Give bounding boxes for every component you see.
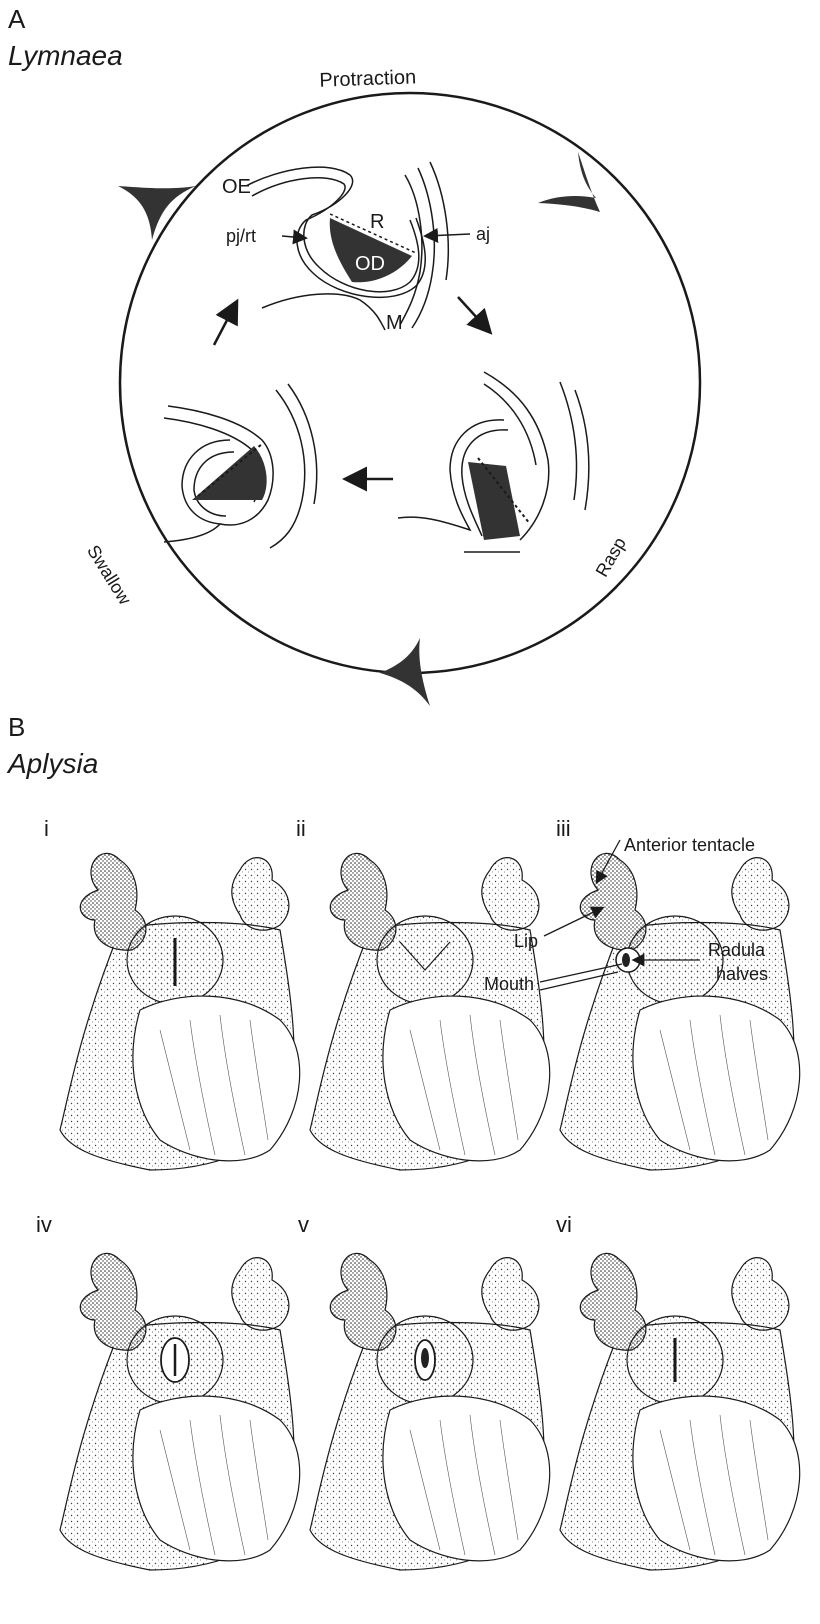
radula-halves-iii — [622, 953, 630, 967]
aplysia-drawing-v — [310, 1253, 550, 1570]
annotation-radula-line2: halves — [716, 964, 768, 984]
pointer-lip — [544, 908, 602, 936]
annotation-anterior-tentacle: Anterior tentacle — [624, 835, 755, 855]
aplysia-drawing-i — [60, 853, 300, 1170]
aplysia-drawing-ii — [310, 853, 550, 1170]
annotation-lip: Lip — [514, 931, 538, 951]
annotation-radula-line1: Radula — [708, 940, 766, 960]
aplysia-drawing-vi — [560, 1253, 800, 1570]
aplysia-drawing-iii — [560, 853, 800, 1170]
radula-v — [421, 1348, 429, 1368]
aplysia-drawing-iv — [60, 1253, 300, 1570]
annotation-mouth: Mouth — [484, 974, 534, 994]
